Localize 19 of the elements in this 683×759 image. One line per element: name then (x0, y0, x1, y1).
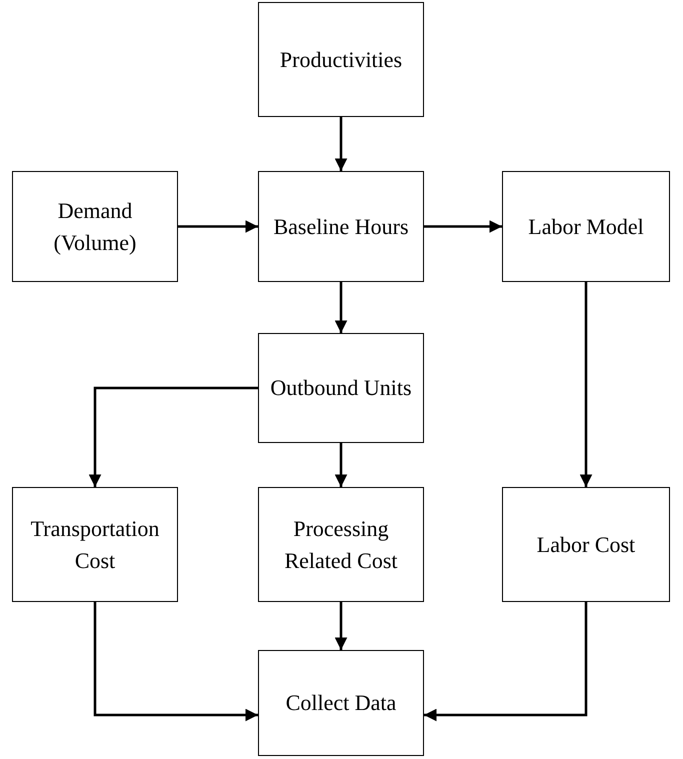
process-box: Collect Data (258, 650, 424, 756)
arrow (334, 443, 348, 487)
arrow (334, 602, 348, 650)
arrow (94, 602, 258, 722)
process-box: Productivities (258, 2, 424, 117)
arrow (424, 220, 502, 233)
arrow (334, 117, 348, 171)
arrow (580, 282, 592, 487)
process-box: Transportation Cost (12, 487, 178, 602)
process-box: Baseline Hours (258, 171, 424, 282)
process-box: Demand (Volume) (12, 171, 178, 282)
arrow (178, 220, 258, 233)
arrow (424, 602, 588, 722)
process-box: Labor Model (502, 171, 670, 282)
process-box: Processing Related Cost (258, 487, 424, 602)
arrow (88, 386, 258, 487)
process-box: Outbound Units (258, 333, 424, 443)
process-box: Labor Cost (502, 487, 670, 602)
arrow (334, 282, 348, 333)
